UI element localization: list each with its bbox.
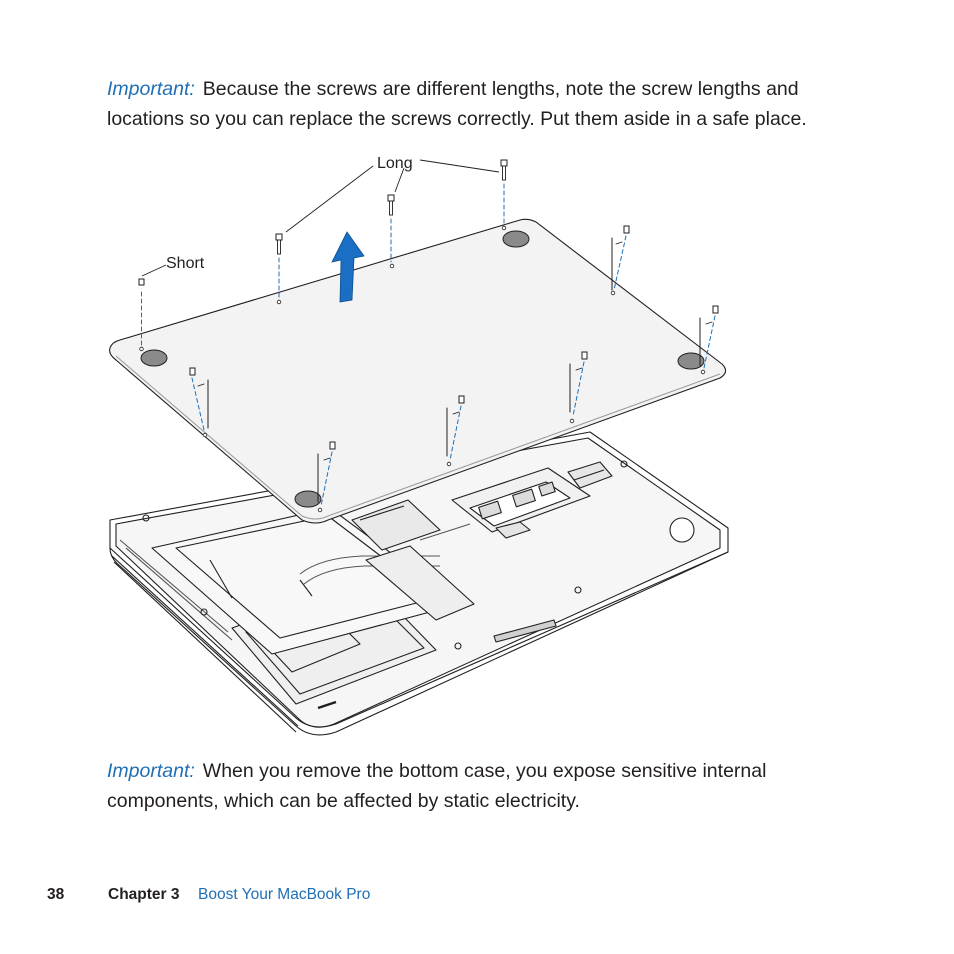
important-text: Because the screws are different lengths… <box>107 78 807 130</box>
long-screw-label: Long <box>377 155 413 172</box>
short-screw <box>446 395 465 467</box>
important-text: When you remove the bottom case, you exp… <box>107 760 767 812</box>
important-note-screws: Important:Because the screws are differe… <box>107 74 867 134</box>
short-screw-label: Short <box>166 255 205 272</box>
short-screw <box>317 441 336 513</box>
important-label: Important: <box>107 78 195 100</box>
important-note-static: Important:When you remove the bottom cas… <box>107 756 867 816</box>
long-screw <box>275 233 283 305</box>
short-screw <box>138 278 145 352</box>
chapter-label: Chapter 3 <box>108 886 180 903</box>
short-screw <box>189 367 209 438</box>
short-screw <box>699 305 719 375</box>
important-label: Important: <box>107 760 195 782</box>
rubber-foot <box>294 490 322 508</box>
page-footer: 38 Chapter 3 Boost Your MacBook Pro <box>0 886 954 910</box>
short-screw <box>569 351 588 424</box>
rubber-foot <box>677 352 705 370</box>
bottom-case-panel <box>109 218 727 524</box>
callout-lines <box>141 159 500 277</box>
chapter-title: Boost Your MacBook Pro <box>198 886 371 903</box>
page-number: 38 <box>47 886 65 903</box>
rubber-foot <box>140 349 168 367</box>
short-screw <box>610 225 630 296</box>
long-screw <box>387 194 395 269</box>
long-screw <box>500 159 508 231</box>
lift-arrow-icon <box>331 231 365 303</box>
screws <box>138 159 719 513</box>
laptop-base <box>109 431 729 736</box>
rubber-foot <box>502 230 530 248</box>
